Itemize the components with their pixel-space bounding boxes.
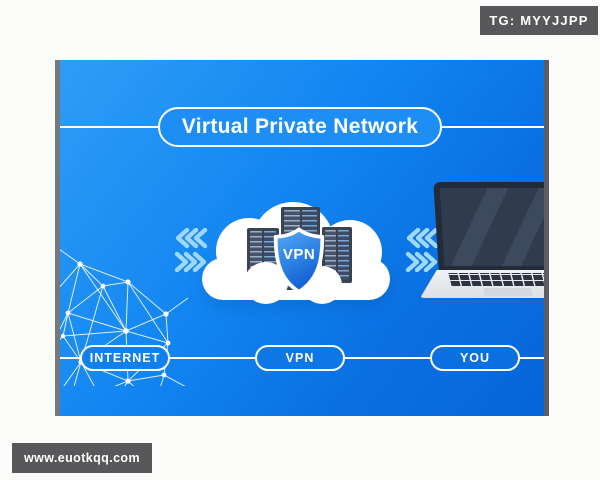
shield-label: VPN <box>282 246 316 263</box>
footer-pill-vpn: VPN <box>255 345 345 371</box>
laptop-icon <box>420 182 544 304</box>
laptop-screen-glass <box>439 188 544 266</box>
rack-slats <box>338 230 349 280</box>
footer-pill-internet: INTERNET <box>80 345 170 371</box>
website-watermark-badge: www.euotkqq.com <box>12 443 152 473</box>
diagram-title: Virtual Private Network <box>158 107 442 147</box>
vpn-diagram-panel: Virtual Private Network <box>60 60 544 416</box>
footer-pill-you: YOU <box>430 345 520 371</box>
telegram-watermark-badge: TG: MYYJJPP <box>480 6 598 35</box>
right-double-chevron-arrows-icon <box>405 228 439 272</box>
left-double-chevron-arrows-icon <box>174 228 208 272</box>
vpn-shield-icon: VPN <box>271 226 327 296</box>
laptop-trackpad <box>483 288 533 296</box>
laptop-keyboard <box>448 273 544 286</box>
rack-slats <box>325 230 336 280</box>
laptop-screen <box>433 182 544 270</box>
